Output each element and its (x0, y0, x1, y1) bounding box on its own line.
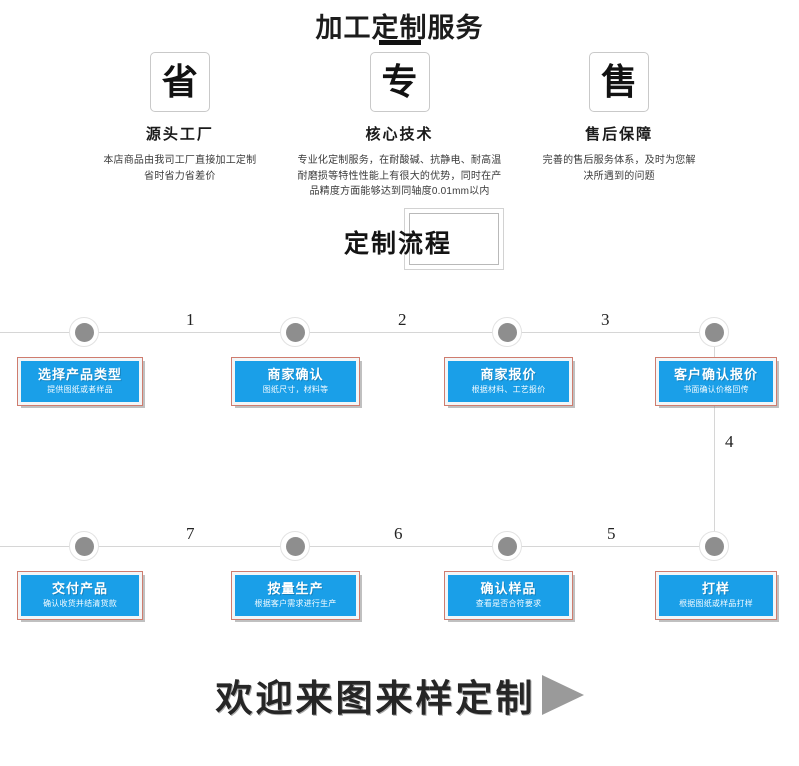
connector-number-4: 4 (725, 432, 734, 451)
flow-card-step-1[interactable]: 选择产品类型 提供图纸或者样品 (17, 357, 143, 406)
flow-diagram: 1 2 3 4 7 6 5 选择产品类型 提供图纸或者样品 商家确认 图纸尺寸，… (0, 300, 799, 640)
flow-card-sub-2: 图纸尺寸，材料等 (262, 384, 329, 394)
flow-node-2 (280, 317, 310, 347)
connector-top-rail (0, 332, 714, 333)
connector-number-1: 1 (186, 310, 195, 329)
feature-desc-2: 完善的售后服务体系，及时为您解 决所遇到的问题 (542, 155, 696, 182)
flow-card-sub-1: 提供图纸或者样品 (47, 384, 113, 394)
title-underline-bar (378, 40, 421, 45)
flow-card-step-4[interactable]: 客户确认报价 书面确认价格回传 (655, 357, 777, 406)
flow-card-title-6: 确认样品 (480, 581, 537, 597)
feature-desc-0: 本店商品由我司工厂直接加工定制 省时省力省差价 (103, 155, 257, 182)
flow-card-title-1: 选择产品类型 (37, 367, 122, 383)
feature-item-aftersales: 售 售后保障 完善的售后服务体系，及时为您解 决所遇到的问题 (509, 52, 729, 200)
flow-card-title-7: 按量生产 (267, 581, 324, 597)
flow-card-title-5: 打样 (701, 581, 730, 597)
flow-card-sub-3: 根据材料、工艺报价 (471, 384, 546, 394)
flow-node-3 (492, 317, 522, 347)
flow-node-7 (280, 531, 310, 561)
connector-right-rail (714, 332, 715, 546)
flow-heading-text: 定制流程 (344, 230, 453, 258)
right-arrow-icon (541, 675, 584, 715)
flow-card-sub-7: 根据客户需求进行生产 (254, 598, 337, 608)
flow-card-sub-5: 根据图纸或样品打样 (679, 598, 753, 608)
feature-name-0: 源头工厂 (145, 126, 214, 143)
feature-item-technology: 专 核心技术 专业化定制服务，在耐酸碱、抗静电、耐高温 耐磨损等特性性能上有很大… (290, 52, 510, 200)
flow-heading-frame-inner (409, 213, 499, 265)
connector-bottom-rail (0, 546, 714, 547)
flow-node-6 (492, 531, 522, 561)
flow-card-step-5[interactable]: 打样 根据图纸或样品打样 (655, 571, 777, 620)
flow-card-step-3[interactable]: 商家报价 根据材料、工艺报价 (444, 357, 573, 406)
flow-card-sub-6: 查看是否合符要求 (475, 598, 542, 608)
connector-number-2: 2 (398, 310, 407, 329)
flow-card-step-6[interactable]: 确认样品 查看是否合符要求 (444, 571, 573, 620)
feature-item-factory: 省 源头工厂 本店商品由我司工厂直接加工定制 省时省力省差价 (70, 52, 290, 200)
flow-node-8 (69, 531, 99, 561)
connector-number-7: 7 (186, 524, 195, 543)
flow-card-sub-8: 确认收货并结清货款 (43, 598, 117, 608)
feature-list: 省 源头工厂 本店商品由我司工厂直接加工定制 省时省力省差价 专 核心技术 专业… (0, 52, 799, 200)
flow-heading-frame-outer (404, 208, 504, 270)
feature-badge-icon-0: 省 (149, 52, 210, 112)
flow-node-5 (699, 531, 729, 561)
connector-number-6: 6 (394, 524, 403, 543)
flow-node-1 (69, 317, 99, 347)
flow-card-title-3: 商家报价 (480, 367, 537, 383)
feature-name-2: 售后保障 (585, 126, 654, 143)
flow-card-step-2[interactable]: 商家确认 图纸尺寸，材料等 (231, 357, 360, 406)
flow-card-sub-4: 书面确认价格回传 (683, 384, 749, 394)
connector-number-3: 3 (601, 310, 610, 329)
flow-heading-group: 定制流程 (0, 208, 799, 276)
flow-card-title-2: 商家确认 (267, 367, 324, 383)
feature-badge-icon-2: 售 (589, 52, 650, 112)
flow-node-4 (699, 317, 729, 347)
connector-number-5: 5 (607, 524, 616, 543)
feature-name-1: 核心技术 (365, 126, 434, 143)
bottom-banner: 欢迎来图来样定制 (0, 660, 799, 730)
banner-text: 欢迎来图来样定制 (215, 678, 536, 719)
flow-card-step-8[interactable]: 交付产品 确认收货并结清货款 (17, 571, 143, 620)
flow-card-title-4: 客户确认报价 (673, 367, 758, 383)
feature-desc-1: 专业化定制服务，在耐酸碱、抗静电、耐高温 耐磨损等特性性能上有很大的优势，同时在… (297, 155, 502, 197)
flow-card-step-7[interactable]: 按量生产 根据客户需求进行生产 (231, 571, 360, 620)
page-title: 加工定制服务 (315, 13, 484, 43)
flow-card-title-8: 交付产品 (51, 581, 108, 597)
feature-badge-icon-1: 专 (369, 52, 430, 112)
